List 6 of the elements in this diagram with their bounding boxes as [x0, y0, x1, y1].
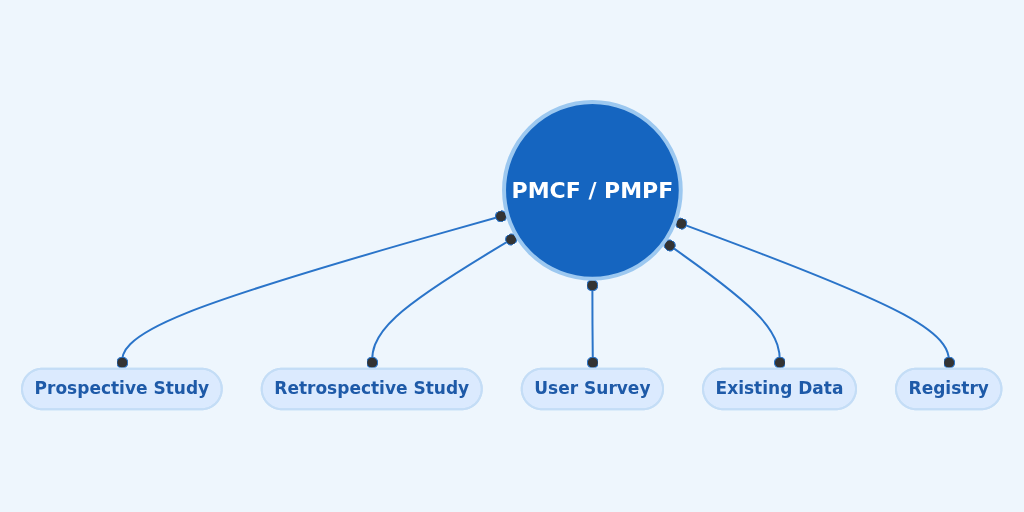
connector	[116, 210, 509, 371]
node-circle: PMCF / PMPF	[502, 100, 684, 282]
connector	[674, 218, 956, 371]
connector	[586, 278, 600, 371]
connector	[366, 233, 519, 371]
connector	[663, 239, 787, 371]
